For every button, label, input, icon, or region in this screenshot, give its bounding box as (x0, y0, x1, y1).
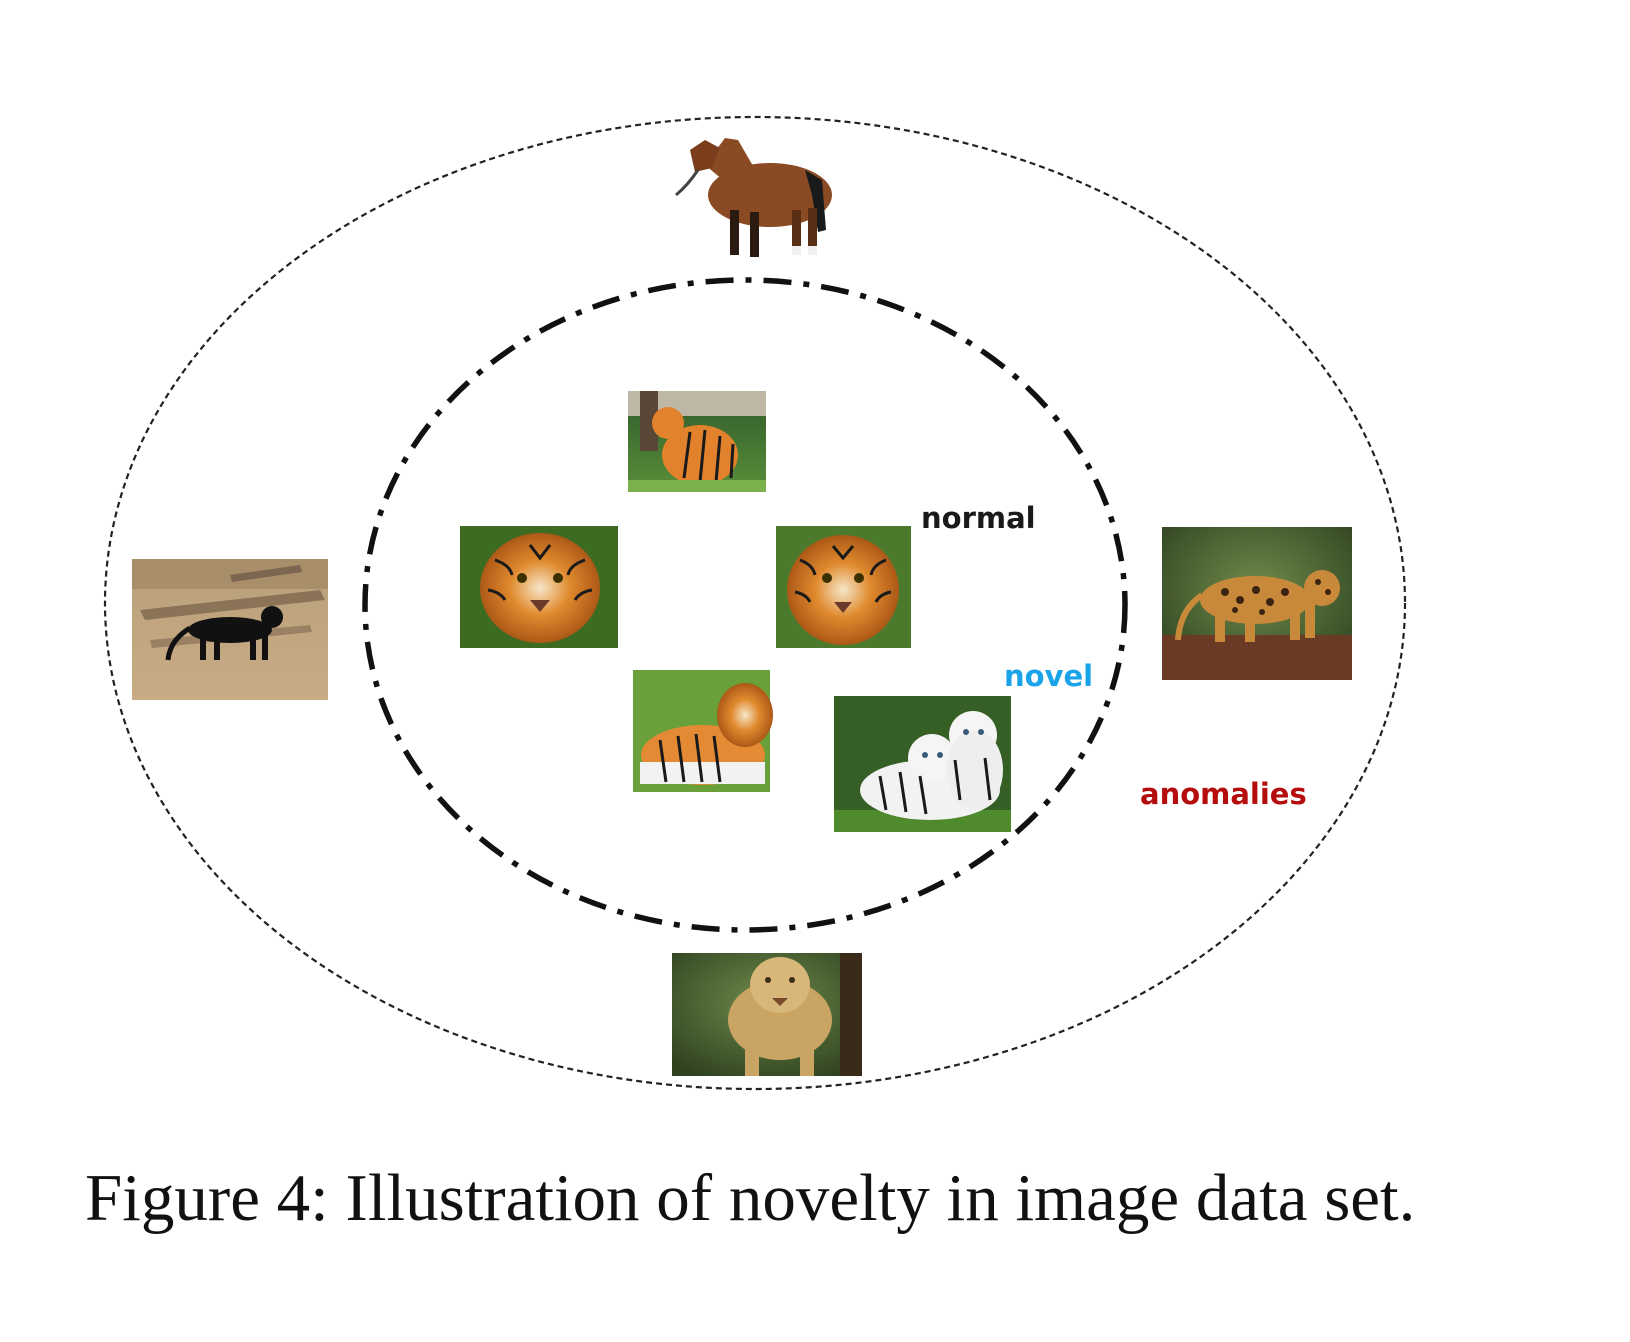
jaguar-image (1162, 527, 1352, 680)
figure-caption: Figure 4: Illustration of novelty in ima… (85, 1160, 1415, 1237)
label-anomalies: anomalies (1140, 777, 1307, 811)
label-normal: normal (921, 501, 1036, 535)
tiger-face-1-image (460, 526, 618, 648)
label-novel: novel (1004, 659, 1093, 693)
tiger-face-2-image (776, 526, 911, 648)
black-panther-image (132, 559, 328, 700)
lioness-image (672, 953, 862, 1076)
horse-image (676, 138, 832, 257)
tiger-lying-image (633, 670, 773, 792)
tiger-sitting-image (628, 391, 766, 492)
white-tigers-image (834, 696, 1011, 832)
